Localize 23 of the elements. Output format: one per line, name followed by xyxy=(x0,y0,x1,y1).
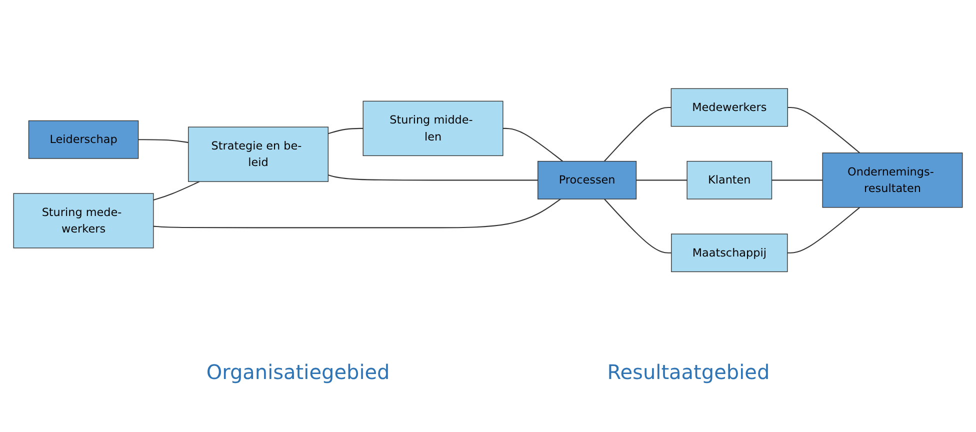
node-box: Sturing mede- werkers xyxy=(13,192,154,248)
connector xyxy=(328,128,364,134)
node-box: Ondernemings- resultaten xyxy=(822,152,963,208)
connector xyxy=(788,106,860,154)
connector xyxy=(604,198,672,254)
node-box: Sturing midde- len xyxy=(362,100,504,156)
connector xyxy=(787,206,860,254)
node-box: Leiderschap xyxy=(28,120,139,159)
node-box: Maatschappij xyxy=(671,233,788,272)
connector xyxy=(604,106,672,162)
connector xyxy=(153,180,200,200)
area-label: Organisatiegebied xyxy=(206,360,390,384)
node-box: Processen xyxy=(538,160,637,200)
connector xyxy=(502,128,564,162)
connector xyxy=(636,179,688,181)
connector xyxy=(772,179,823,181)
connector xyxy=(153,198,561,228)
connector xyxy=(328,174,538,181)
connector xyxy=(138,138,188,143)
node-box: Strategie en be- leid xyxy=(188,126,329,182)
node-box: Medewerkers xyxy=(670,88,788,127)
area-label: Resultaatgebied xyxy=(607,360,770,384)
node-box: Klanten xyxy=(686,160,772,200)
